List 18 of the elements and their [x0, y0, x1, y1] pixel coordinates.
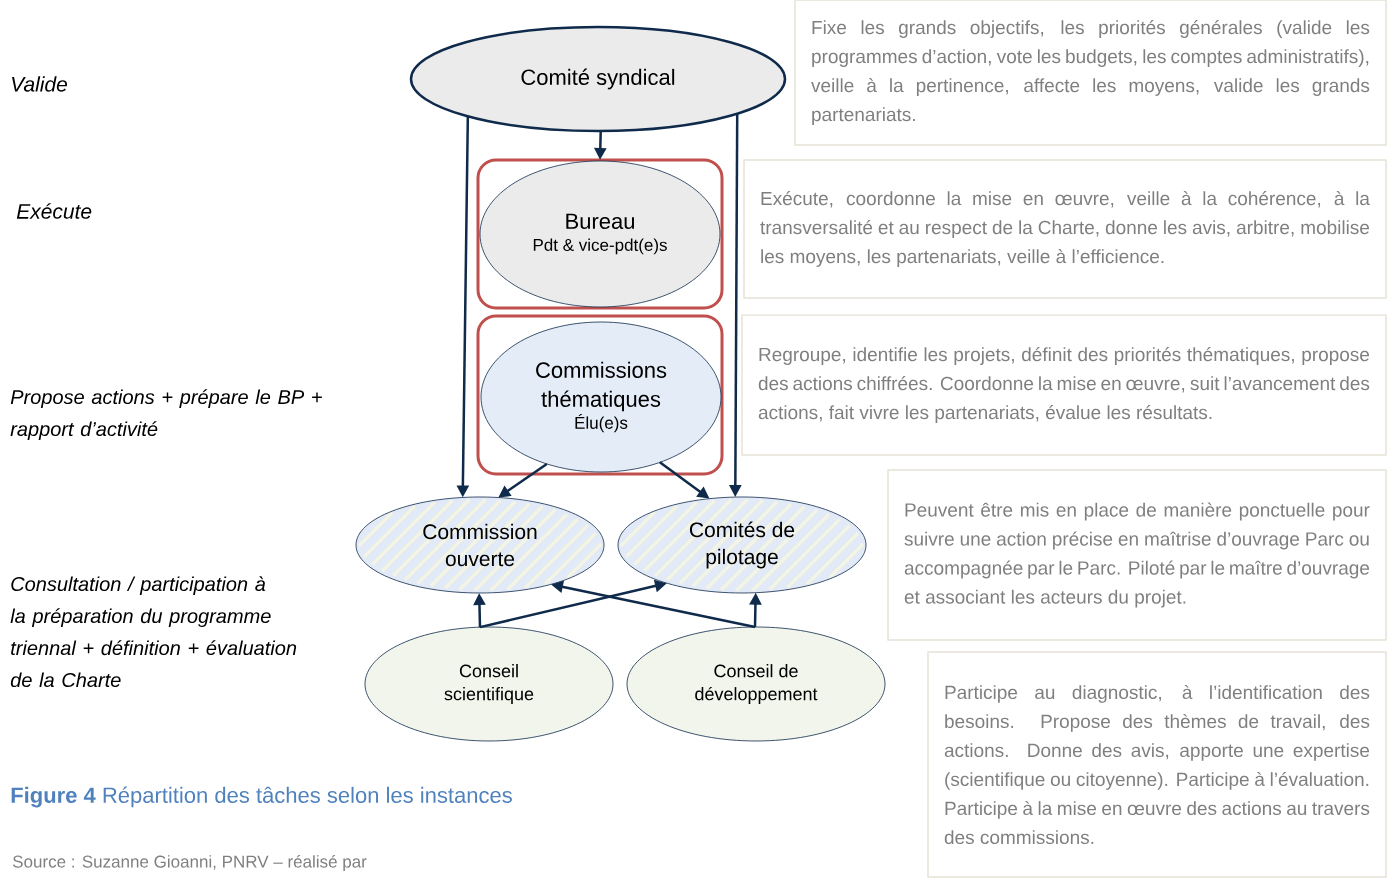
ellipse-node: Bureau Pdt & vice-pdt(e)s	[479, 160, 721, 308]
ellipse-node: Commission ouverte	[355, 496, 605, 594]
ellipse-node: Comité syndical	[409, 25, 787, 133]
ellipse-node: Conseil de développement	[626, 626, 886, 742]
side-label: Consultation / participation à la préparation du programme triennal + définition + évaluation de la Charte	[10, 576, 297, 688]
ellipse-node: Commissions thématiques Élu(e)s	[480, 321, 722, 473]
side-label: Propose actions + prépare le BP + rapport d’activité	[10, 389, 322, 441]
description-box: Peuvent être mis en place de manière ponctuelle pour suivre une action précise en maîtrise d’ouvrage Parc ou accompagnée par le Parc. Piloté par le maître d’ouvrage et associant les acteurs du projet.	[887, 469, 1387, 641]
description-box: Exécute, coordonne la mise en œuvre, veille à la cohérence, à la transversalité et au respect de la Charte, donne les avis, arbitre, mobilise les moyens, les partenariats, veille à l’efficience.	[743, 159, 1387, 299]
description-box: Fixe les grands objectifs, les priorités générales (valide les programmes d’action, vote les budgets, les comptes administratifs), veille à la pertinence, affecte les moyens, valide les grands partenariats.	[794, 0, 1387, 146]
ellipse-node: Comités de pilotage	[617, 496, 867, 594]
source-note: Source : Suzanne Gioanni, PNRV – réalisé par	[13, 855, 367, 871]
ellipse-node: Conseil scientifique	[364, 626, 614, 742]
description-box: Regroupe, identifie les projets, définit des priorités thématiques, propose des actions chiffrées. Coordonne la mise en œuvre, suit l’avancement des actions, fait vivre les partenariats, évalue les résultats.	[741, 314, 1387, 456]
side-label: Exécute	[16, 203, 92, 219]
description-box: Participe au diagnostic, à l’identification des besoins. Propose des thèmes de travail, des actions. Donne des avis, apporte une expertise (scientifique ou citoyenne). Participe à l’évaluation. Participe à la mise en œuvre des actions au travers des commissions.	[927, 651, 1387, 878]
side-label: Valide	[12, 76, 67, 92]
figure-caption: Figure 4 Répartition des tâches selon les instances	[11, 786, 512, 808]
